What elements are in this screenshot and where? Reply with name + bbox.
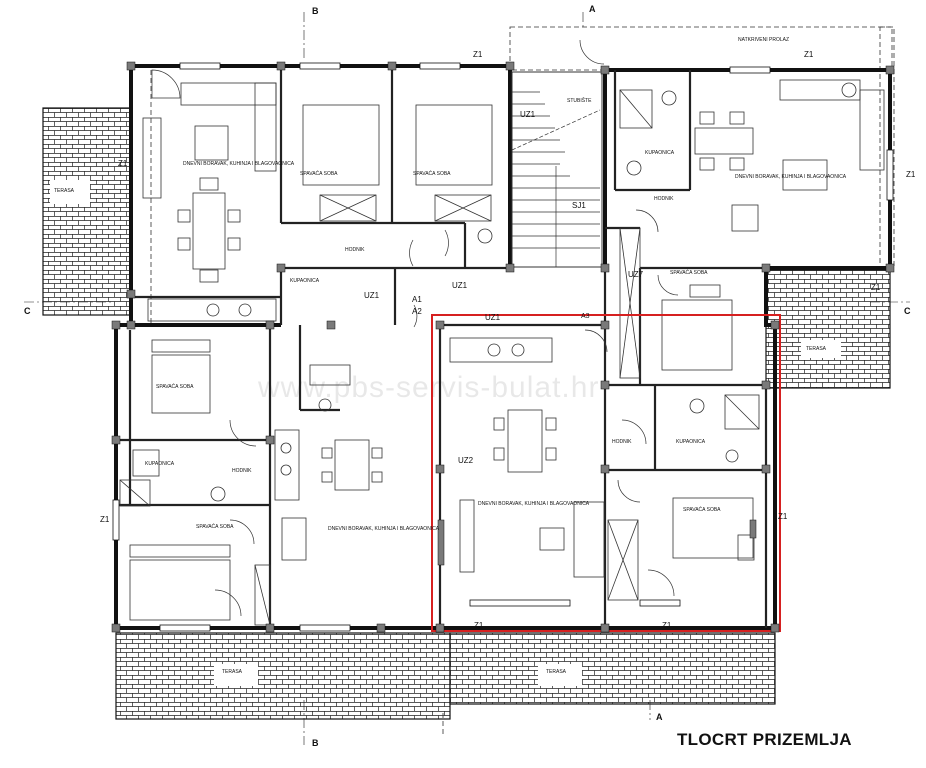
tag-uz2: UZ2 xyxy=(458,456,474,465)
terrace-bottom-left xyxy=(115,632,451,720)
columns xyxy=(111,61,895,633)
room-label: TERASA xyxy=(54,188,75,194)
room-label: KUPAONICA xyxy=(145,461,175,467)
room-labels: DNEVNI BORAVAK, KUHINJA I BLAGOVAONICA S… xyxy=(54,37,847,675)
room-label: SPAVAĆA SOBA xyxy=(156,383,194,390)
tag-a2: A2 xyxy=(412,307,422,316)
room-label: HODNIK xyxy=(345,247,365,253)
tag-labels: Z1 Z1 Z1 Z1 Z1 Z1 Z1 Z1 Z1 UZ1 UZ1 UZ1 U… xyxy=(100,50,916,630)
terrace-right-label-bg xyxy=(801,340,841,358)
outer-walls xyxy=(114,64,892,630)
terrace-bottom-left-label-bg xyxy=(214,664,258,686)
room-label: SPAVAĆA SOBA xyxy=(683,506,721,513)
door-arcs xyxy=(151,39,679,617)
room-label: SPAVAĆA SOBA xyxy=(300,170,338,177)
terraces xyxy=(42,107,891,720)
terrace-bottom-right-label-bg xyxy=(538,664,582,686)
watermark-text: www.pbs-servis-bulat.hr xyxy=(257,371,599,404)
section-a-bottom: A xyxy=(656,712,663,722)
tag-z1: Z1 xyxy=(662,621,672,630)
room-label: KUPAONICA xyxy=(290,278,320,284)
room-label: SPAVAĆA SOBA xyxy=(196,523,234,530)
room-label: DNEVNI BORAVAK, KUHINJA I BLAGOVAONICA xyxy=(735,174,847,180)
tag-z1: Z1 xyxy=(804,50,814,59)
tag-z1: Z1 xyxy=(473,50,483,59)
tag-a1: A1 xyxy=(412,295,422,304)
room-label: SPAVAĆA SOBA xyxy=(413,170,451,177)
room-label: KUPAONICA xyxy=(676,439,706,445)
room-label: DNEVNI BORAVAK, KUHINJA I BLAGOVAONICA xyxy=(183,161,295,167)
tag-uz7: UZ7 xyxy=(628,270,644,279)
tag-uz1: UZ1 xyxy=(452,281,468,290)
tag-z1: Z1 xyxy=(474,621,484,630)
tag-z1: Z1 xyxy=(100,515,110,524)
tag-uz1: UZ1 xyxy=(485,313,501,322)
tag-uz1: UZ1 xyxy=(520,110,536,119)
terrace-left-label-bg xyxy=(50,180,90,204)
tag-z1: Z1 xyxy=(118,159,128,168)
tag-a3: A3 xyxy=(581,313,590,320)
terrace-right xyxy=(765,269,891,389)
room-label: TERASA xyxy=(222,669,243,675)
room-label: SPAVAĆA SOBA xyxy=(670,269,708,276)
tag-z1: Z1 xyxy=(871,283,881,292)
room-label: STUBIŠTE xyxy=(567,97,592,104)
tag-uz1: UZ1 xyxy=(364,291,380,300)
section-c-right: C xyxy=(904,306,911,316)
terrace-bottom-right xyxy=(449,632,776,705)
room-label: NATKRIVENI PROLAZ xyxy=(738,37,789,43)
stairs xyxy=(511,71,603,268)
room-label: TERASA xyxy=(546,669,567,675)
section-markers: B A B A C C xyxy=(24,4,911,748)
room-label: KUPAONICA xyxy=(645,150,675,156)
plan-title: TLOCRT PRIZEMLJA xyxy=(677,730,852,749)
room-label: HODNIK xyxy=(612,439,632,445)
section-c-left: C xyxy=(24,306,31,316)
tag-sj1: SJ1 xyxy=(572,201,586,210)
tag-z1: Z1 xyxy=(906,170,916,179)
room-label: DNEVNI BORAVAK, KUHINJA I BLAGOVAONICA xyxy=(328,526,440,532)
section-a-top: A xyxy=(589,4,596,14)
room-label: HODNIK xyxy=(654,196,674,202)
tag-z1: Z1 xyxy=(778,512,788,521)
section-b-top: B xyxy=(312,6,319,16)
room-label: DNEVNI BORAVAK, KUHINJA I BLAGOVAONICA xyxy=(478,501,590,507)
windows xyxy=(112,62,894,632)
room-label: HODNIK xyxy=(232,468,252,474)
section-lines xyxy=(24,12,910,745)
section-b-bottom: B xyxy=(312,738,319,748)
terrace-left xyxy=(42,107,132,316)
room-label: TERASA xyxy=(806,346,827,352)
